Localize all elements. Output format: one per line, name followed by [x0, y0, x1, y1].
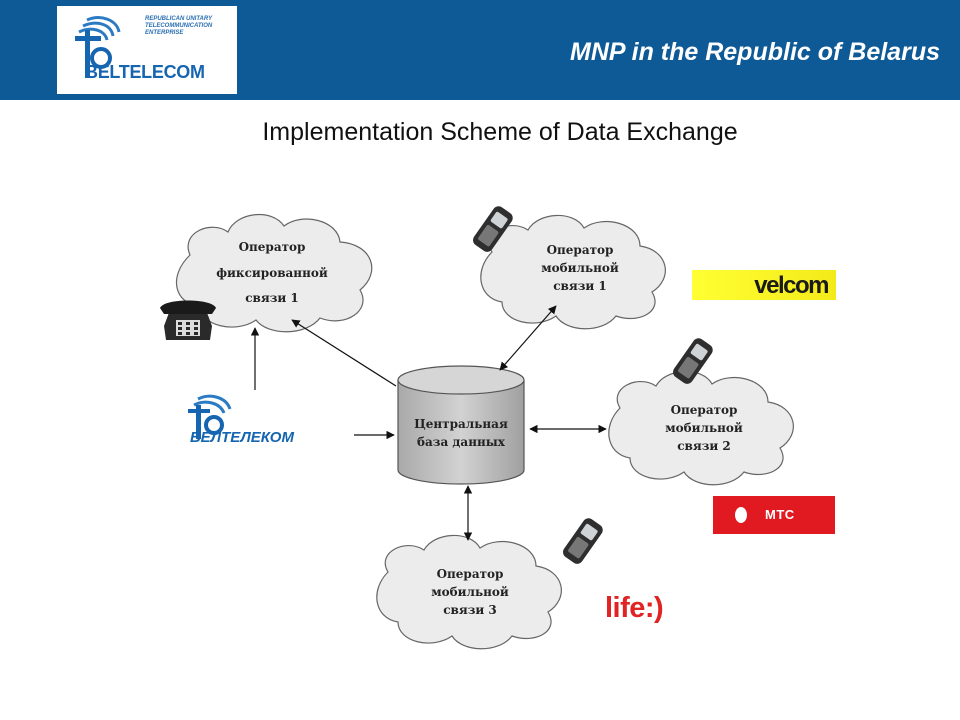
slide-subtitle: Implementation Scheme of Data Exchange: [262, 118, 738, 146]
beltelecom-emblem-icon: [188, 394, 232, 439]
cloud-label: связи 2: [677, 439, 731, 453]
cloud-mobile-operator-3: Оператор мобильной связи 3: [376, 534, 562, 650]
cloud-label: связи 1: [245, 291, 299, 305]
logo-tagline-line: TELECOMMUNICATION: [145, 23, 213, 29]
mobile-phone-icon: [563, 518, 603, 564]
connection-arrows: [250, 305, 607, 541]
velcom-logo: velcom: [692, 270, 836, 300]
mobile-phone-icon: [473, 206, 513, 252]
cloud-label: связи 1: [553, 279, 607, 293]
logo-tagline-line: ENTERPRISE: [145, 30, 184, 36]
beltelecom-ru-logo: БЕЛТЕЛЕКОМ: [180, 394, 345, 455]
mts-logo-text: МТС: [765, 507, 795, 522]
arrow-db-mobile-1: [499, 305, 557, 371]
cloud-label: связи 3: [443, 603, 497, 617]
header-bar: REPUBLICAN UNITARY TELECOMMUNICATION ENT…: [0, 0, 960, 100]
logo-name: BELTELECOM: [85, 62, 205, 82]
logo-tagline-line: REPUBLICAN UNITARY: [145, 16, 213, 22]
velcom-logo-text: velcom: [754, 272, 829, 299]
page-title: MNP in the Republic of Belarus: [570, 38, 940, 66]
telephone-icon: [160, 300, 216, 340]
beltelecom-logo: REPUBLICAN UNITARY TELECOMMUNICATION ENT…: [57, 6, 237, 94]
central-database: Центральная база данных: [397, 365, 525, 485]
cloud-label: Оператор: [547, 243, 614, 257]
cloud-fixed-operator-1: Оператор фиксированной связи 1: [175, 213, 373, 333]
arrow-db-to-fixed-1: [291, 319, 397, 387]
beltelecom-emblem-icon: [75, 16, 121, 78]
database-label: Центральная: [414, 417, 508, 431]
mts-egg-icon: [735, 507, 747, 523]
beltelecom-ru-name: БЕЛТЕЛЕКОМ: [190, 429, 294, 446]
mobile-phone-icon: [673, 338, 713, 384]
cloud-mobile-operator-1: Оператор мобильной связи 1: [480, 214, 666, 330]
cloud-label: Оператор: [671, 403, 738, 417]
cloud-label: фиксированной: [216, 266, 328, 280]
cloud-label: Оператор: [437, 567, 504, 581]
cloud-label: Оператор: [239, 240, 306, 254]
logo-tagline: REPUBLICAN UNITARY TELECOMMUNICATION ENT…: [145, 16, 233, 37]
cloud-mobile-operator-2: Оператор мобильной связи 2: [608, 370, 794, 486]
life-logo: life:): [605, 592, 664, 624]
cloud-label: мобильной: [665, 421, 743, 435]
mts-logo: МТС: [713, 496, 835, 534]
database-label: база данных: [417, 435, 506, 449]
cloud-label: мобильной: [541, 261, 619, 275]
cloud-label: мобильной: [431, 585, 509, 599]
